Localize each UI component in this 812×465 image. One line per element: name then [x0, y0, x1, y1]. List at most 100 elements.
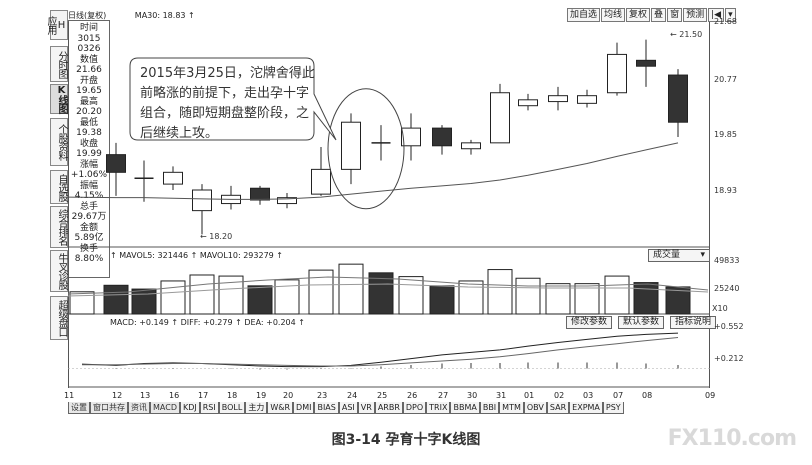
- volume-bar: [574, 283, 600, 315]
- candle-body: [668, 74, 688, 123]
- date-tick: 27: [438, 391, 449, 400]
- date-tick: 08: [642, 391, 653, 400]
- macd-button-row: 修改参数默认参数指标说明: [566, 316, 717, 329]
- candle-body: [311, 168, 331, 195]
- indicator-tab-4[interactable]: MACD: [150, 402, 180, 414]
- indicator-tab-21[interactable]: SAR: [546, 402, 570, 414]
- candle-body: [277, 197, 297, 205]
- date-tick: 26: [407, 391, 418, 400]
- indicator-tab-19[interactable]: MTM: [499, 402, 524, 414]
- indicator-tab-17[interactable]: BBMA: [450, 402, 480, 414]
- indicator-tab-9[interactable]: W&R: [267, 402, 294, 414]
- date-tick: 23: [317, 391, 328, 400]
- indicator-tab-14[interactable]: ARBR: [374, 402, 403, 414]
- indicator-tab-22[interactable]: EXPMA: [569, 402, 603, 414]
- left-tab-4[interactable]: 个股资料: [50, 118, 68, 166]
- info-panel-line: 8.80%: [74, 254, 104, 264]
- info-panel-line: 21.66: [76, 65, 102, 75]
- left-tab-3[interactable]: K线图: [50, 84, 68, 114]
- low-annotation: ← 18.20: [200, 232, 233, 241]
- indicator-tab-7[interactable]: BOLL: [218, 402, 246, 414]
- indicator-tab-12[interactable]: ASI: [338, 402, 358, 414]
- candle-body: [461, 142, 481, 150]
- volume-bar: [338, 263, 364, 315]
- candle-body: [548, 95, 568, 103]
- indicator-tab-13[interactable]: VR: [357, 402, 375, 414]
- date-tick: 24: [347, 391, 358, 400]
- toolbar-button-6[interactable]: 预测: [683, 8, 708, 22]
- toolbar-button-7[interactable]: |◀: [708, 8, 725, 22]
- volume-bar: [429, 285, 455, 315]
- left-tab-6[interactable]: 综合排名: [50, 206, 68, 248]
- info-panel-line: 金额: [79, 222, 98, 233]
- volume-bar: [247, 285, 273, 315]
- chart-toolbar: 加自选均线复权叠窗预测|◀▾: [567, 8, 736, 22]
- price-tick-3: 19.85: [714, 130, 737, 139]
- left-tab-8[interactable]: 超级盘口: [50, 296, 68, 340]
- toolbar-button-5[interactable]: 窗: [667, 8, 683, 22]
- volume-bar: [633, 282, 659, 315]
- candle-body: [341, 121, 361, 170]
- candle-body: [163, 171, 183, 185]
- indicator-tab-18[interactable]: BBI: [479, 402, 500, 414]
- indicator-tab-20[interactable]: OBV: [523, 402, 547, 414]
- indicator-tab-5[interactable]: KDJ: [179, 402, 200, 414]
- indicator-tab-1[interactable]: 设置: [68, 402, 90, 414]
- price-tick-4: 18.93: [714, 186, 737, 195]
- period-label[interactable]: 日线(复权): [68, 11, 107, 20]
- mavol5-line: [68, 276, 709, 295]
- info-panel-line: 总手: [79, 201, 98, 212]
- date-tick: 19: [256, 391, 267, 400]
- date-tick: 31: [496, 391, 507, 400]
- toolbar-button-2[interactable]: 均线: [601, 8, 626, 22]
- macd-tick-1: +0.552: [714, 322, 744, 331]
- price-tick-2: 20.77: [714, 75, 737, 84]
- toolbar-button-1[interactable]: 加自选: [567, 8, 601, 22]
- volume-scale-label: X10: [712, 304, 728, 313]
- indicator-tab-2[interactable]: 窗口共存: [90, 402, 128, 414]
- date-tick: 18: [227, 391, 238, 400]
- volume-bar: [189, 274, 215, 315]
- date-tick: 09: [705, 391, 716, 400]
- left-tab-5[interactable]: 自选股: [50, 170, 68, 204]
- date-tick: 13: [140, 391, 151, 400]
- figure-caption: 图3-14 孕育十字K线图: [331, 432, 481, 448]
- indicator-tab-23[interactable]: PSY: [602, 402, 624, 414]
- volume-bar: [665, 286, 691, 315]
- macd-button-1[interactable]: 修改参数: [566, 316, 613, 329]
- left-tab-1[interactable]: H 应用: [45, 10, 68, 40]
- candle-body: [577, 95, 597, 104]
- indicator-tab-16[interactable]: TRIX: [426, 402, 451, 414]
- date-tick: 25: [377, 391, 388, 400]
- indicator-tab-8[interactable]: 主力: [245, 402, 268, 414]
- date-tick: 01: [524, 391, 535, 400]
- candle-body: [106, 154, 126, 173]
- info-panel-line: 0326: [77, 44, 101, 54]
- info-panel-line: 换手: [79, 243, 98, 254]
- info-panel-line: +1.06%: [70, 170, 108, 180]
- toolbar-button-4[interactable]: 叠: [651, 8, 667, 22]
- macd-button-3[interactable]: 指标说明: [670, 316, 717, 329]
- indicator-tab-11[interactable]: BIAS: [314, 402, 339, 414]
- chart-header: 日线(复权) MA30: 18.83 ↑: [68, 10, 195, 22]
- price-tick-1: 21.68: [714, 17, 737, 26]
- candle-body: [518, 99, 538, 107]
- indicator-tab-15[interactable]: DPO: [402, 402, 427, 414]
- volume-bar: [545, 283, 571, 315]
- left-tab-7[interactable]: 牛叉诊股: [50, 250, 68, 292]
- volume-bar: [69, 291, 95, 315]
- left-tab-2[interactable]: 分时图: [50, 46, 68, 82]
- toolbar-button-8[interactable]: ▾: [725, 8, 736, 22]
- volume-indicator-select[interactable]: 成交量 ▾: [648, 249, 710, 262]
- macd-button-2[interactable]: 默认参数: [618, 316, 665, 329]
- callout-bubble: [129, 57, 337, 141]
- date-tick: 11: [64, 391, 75, 400]
- info-panel-line: 涨幅: [79, 159, 98, 170]
- indicator-tab-6[interactable]: RSI: [199, 402, 219, 414]
- info-panel-line: 最高: [79, 96, 98, 107]
- indicator-tab-3[interactable]: 资讯: [128, 402, 150, 414]
- date-tick: 30: [467, 391, 478, 400]
- indicator-tab-10[interactable]: DMI: [293, 402, 315, 414]
- toolbar-button-3[interactable]: 复权: [626, 8, 651, 22]
